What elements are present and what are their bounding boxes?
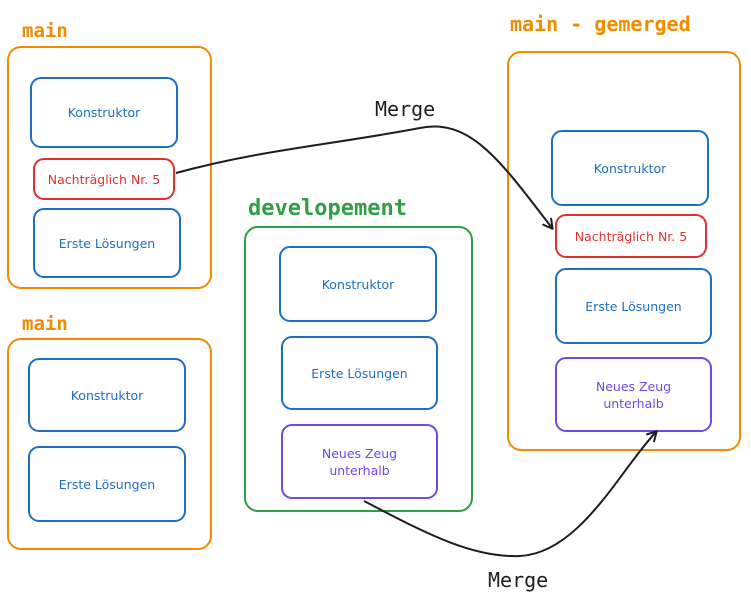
merge-label-bottom: Merge — [488, 568, 549, 592]
development-container — [244, 226, 473, 512]
main-merged-konstruktor-node: Konstruktor — [551, 130, 709, 206]
development-konstruktor-node: Konstruktor — [279, 246, 437, 322]
node-label: Konstruktor — [70, 387, 144, 403]
main-bottom-konstruktor-node: Konstruktor — [28, 358, 186, 432]
development-erste-loesungen-node: Erste Lösungen — [281, 336, 438, 410]
main-top-title: main — [22, 20, 68, 42]
node-label: Neues Zeug unterhalb — [321, 445, 398, 478]
node-label: Konstruktor — [67, 105, 141, 120]
development-neues-zeug-node: Neues Zeug unterhalb — [281, 424, 438, 499]
main-merged-title: main - gemerged — [510, 12, 691, 36]
merge-arrow-top — [175, 125, 554, 230]
main-top-nachtraeglich-node: Nachträglich Nr. 5 — [33, 158, 175, 200]
node-label: Nachträglich Nr. 5 — [574, 228, 688, 244]
main-merged-nachtraeglich-node: Nachträglich Nr. 5 — [555, 214, 707, 258]
node-label: Erste Lösungen — [58, 476, 156, 492]
node-label: Konstruktor — [321, 276, 395, 292]
main-merged-erste-loesungen-node: Erste Lösungen — [555, 268, 712, 344]
main-top-erste-loesungen-node: Erste Lösungen — [33, 208, 181, 278]
node-label: Konstruktor — [593, 160, 667, 176]
development-title: developement — [248, 196, 407, 221]
node-label: Nachträglich Nr. 5 — [47, 171, 161, 187]
node-label: Erste Lösungen — [311, 365, 408, 381]
node-label: Neues Zeug unterhalb — [595, 378, 672, 411]
node-label: Erste Lösungen — [585, 298, 682, 314]
node-label: Erste Lösungen — [58, 235, 156, 251]
main-bottom-erste-loesungen-node: Erste Lösungen — [28, 446, 186, 522]
main-merged-neues-zeug-node: Neues Zeug unterhalb — [555, 357, 712, 432]
main-top-konstruktor-node: Konstruktor — [30, 77, 178, 148]
main-bottom-container — [7, 338, 212, 550]
main-merged-container — [507, 51, 741, 451]
main-bottom-title: main — [22, 313, 68, 335]
main-top-container — [7, 46, 212, 289]
merge-arrow-bottom — [363, 430, 658, 558]
merge-label-top: Merge — [375, 97, 436, 121]
